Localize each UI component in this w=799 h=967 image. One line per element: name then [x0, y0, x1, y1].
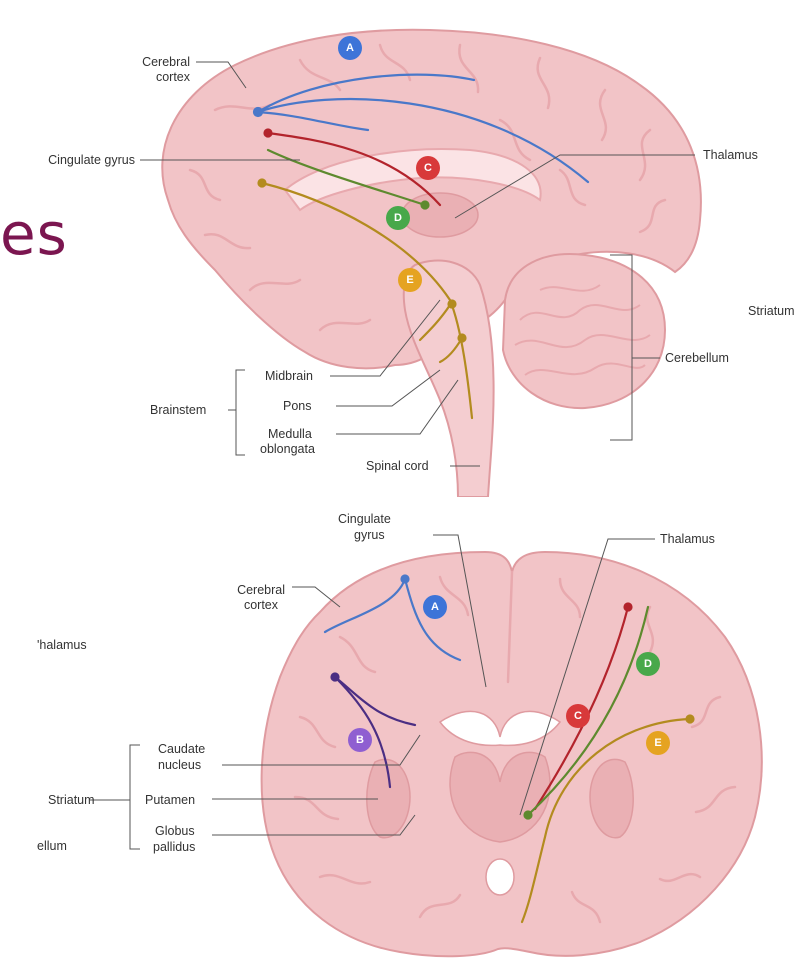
badge-E-label: E	[406, 274, 413, 286]
label-thalamus: Thalamus	[703, 148, 758, 162]
label-medulla: Medulla	[268, 427, 312, 441]
badge-C-label: C	[424, 162, 432, 174]
label-medulla-2: oblongata	[260, 442, 315, 456]
coronal-label-cerebellum-cut: ellum	[37, 839, 67, 853]
cerebellum-shape	[503, 254, 665, 408]
coronal-label-thalamus-cut: 'halamus	[37, 638, 87, 652]
badge-A: A	[338, 36, 362, 60]
badge-D-label: D	[394, 212, 402, 224]
coronal-brain-panel: A B C D E Cingulate gyrus Thalamus 'hala…	[0, 497, 799, 967]
label-midbrain: Midbrain	[265, 369, 313, 383]
badge-E: E	[398, 268, 422, 292]
coronal-badge-D-label: D	[644, 658, 652, 670]
coronal-label-globus: Globus	[155, 824, 195, 838]
coronal-brain-diagram: A B C D E Cingulate gyrus Thalamus 'hala…	[0, 497, 799, 967]
coronal-label-cerebral-cortex: Cerebral	[237, 583, 285, 597]
label-cerebral-cortex: Cerebral	[142, 55, 190, 69]
coronal-label-cerebral-cortex-2: cortex	[244, 598, 279, 612]
coronal-label-thalamus: Thalamus	[660, 532, 715, 546]
badge-C: C	[416, 156, 440, 180]
coronal-badge-E: E	[646, 731, 670, 755]
label-striatum-cut: Striatum	[748, 304, 795, 318]
third-ventricle	[486, 859, 514, 895]
thalamus-shape	[402, 193, 478, 237]
coronal-label-caudate: Caudate	[158, 742, 205, 756]
coronal-badge-A: A	[423, 595, 447, 619]
coronal-label-cingulate-2: gyrus	[354, 528, 385, 542]
coronal-label-globus-2: pallidus	[153, 840, 195, 854]
label-cingulate-gyrus: Cingulate gyrus	[48, 153, 135, 167]
coronal-badge-B-label: B	[356, 734, 364, 746]
coronal-badge-D: D	[636, 652, 660, 676]
coronal-label-striatum: Striatum	[48, 793, 95, 807]
coronal-badge-C: C	[566, 704, 590, 728]
label-spinal-cord: Spinal cord	[366, 459, 429, 473]
label-cerebral-cortex-2: cortex	[156, 70, 191, 84]
sagittal-brain-diagram: A C D E Cerebral cortex Cingulate gyrus …	[0, 0, 799, 497]
label-cerebellum: Cerebellum	[665, 351, 729, 365]
coronal-badge-E-label: E	[654, 737, 661, 749]
coronal-badge-B: B	[348, 728, 372, 752]
coronal-badge-C-label: C	[574, 710, 582, 722]
sagittal-brain-panel: es	[0, 0, 799, 497]
label-brainstem: Brainstem	[150, 403, 206, 417]
label-pons: Pons	[283, 399, 312, 413]
badge-A-label: A	[346, 42, 354, 54]
coronal-label-cingulate: Cingulate	[338, 512, 391, 526]
coronal-label-putamen: Putamen	[145, 793, 195, 807]
coronal-label-caudate-2: nucleus	[158, 758, 201, 772]
coronal-badge-A-label: A	[431, 601, 439, 613]
badge-D: D	[386, 206, 410, 230]
